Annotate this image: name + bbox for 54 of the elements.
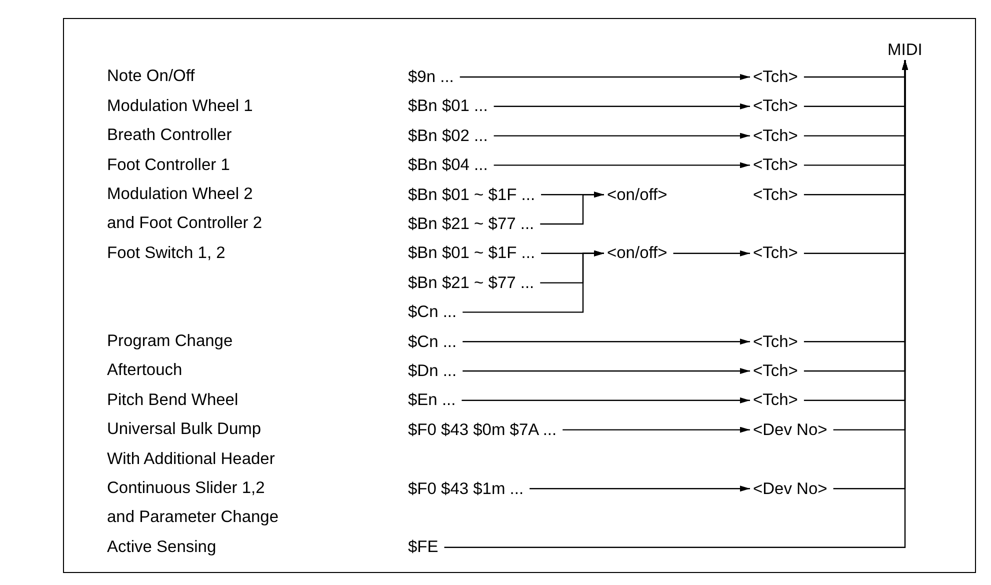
message-text: $En ... <box>405 390 462 410</box>
message-text: $F0 $43 $1m ... <box>405 478 530 499</box>
signal-name: Note On/Off <box>107 66 196 88</box>
message-text: $9n ... <box>405 67 460 87</box>
message-text: <Tch> <box>750 390 804 410</box>
message-text: $Bn $04 ... <box>405 155 494 176</box>
arrow <box>462 250 604 313</box>
signal-name: Program Change <box>107 330 234 352</box>
signal-name: Continuous Slider 1,2 and Parameter Change <box>107 478 280 528</box>
signal-name: Active Sensing <box>107 536 218 558</box>
message-text: <on/off> <box>604 184 674 205</box>
arrow <box>494 132 750 139</box>
message-text: $Dn ... <box>405 361 463 381</box>
message-text: $Bn $01 ... <box>405 96 494 116</box>
arrow <box>562 426 750 433</box>
arrow <box>540 192 604 225</box>
message-text: <Tch> <box>750 361 804 381</box>
message-text: <Tch> <box>750 332 804 352</box>
arrow <box>462 397 750 404</box>
arrow <box>494 103 750 110</box>
message-text: $Bn $21 ~ $77 ... <box>405 214 540 234</box>
output-label: MIDI <box>884 40 928 60</box>
message-text: $F0 $43 $0m $7A ... <box>405 420 563 440</box>
message-text: <Tch> <box>750 126 804 146</box>
signal-name: Foot Controller 1 <box>107 154 231 176</box>
signal-name: Universal Bulk Dump With Additional Header <box>107 419 276 470</box>
message-text: <Dev No> <box>750 478 834 499</box>
arrow <box>462 368 750 374</box>
message-text: <Tch> <box>750 243 804 264</box>
message-text: <on/off> <box>604 243 674 264</box>
message-text: $Cn ... <box>405 332 463 352</box>
arrow <box>673 250 750 256</box>
message-text: $Bn $01 ~ $1F ... <box>405 184 542 205</box>
arrow <box>530 486 750 492</box>
message-text: $Bn $02 ... <box>405 126 494 146</box>
message-text: <Tch> <box>750 155 804 176</box>
signal-name: Aftertouch <box>107 360 184 382</box>
message-text: $Bn $21 ~ $77 ... <box>405 272 540 293</box>
message-text: <Tch> <box>750 184 804 205</box>
signal-name: Modulation Wheel 2 and Foot Controller 2 <box>107 184 264 234</box>
message-text: $Bn $01 ~ $1F ... <box>405 243 542 264</box>
signal-name: Pitch Bend Wheel <box>107 390 240 411</box>
arrow <box>460 74 750 80</box>
arrow <box>462 338 750 345</box>
message-text: <Tch> <box>750 67 804 87</box>
message-text: $FE <box>405 537 444 558</box>
message-text: $Cn ... <box>405 302 463 322</box>
signal-name: Foot Switch 1, 2 <box>107 242 226 264</box>
signal-name: Breath Controller <box>107 125 233 146</box>
arrow <box>444 60 908 548</box>
signal-name: Modulation Wheel 1 <box>107 96 254 117</box>
message-text: <Dev No> <box>750 420 834 440</box>
message-text: <Tch> <box>750 96 804 116</box>
arrow <box>494 162 750 168</box>
